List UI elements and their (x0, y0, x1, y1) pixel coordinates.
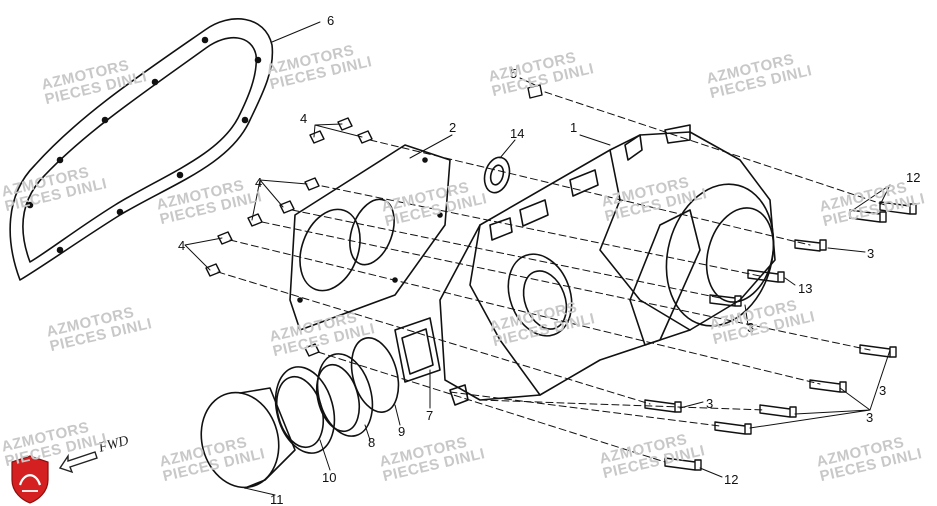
alignment-lines (218, 92, 885, 462)
seal-part-9 (344, 333, 406, 418)
callout-6: 6 (327, 13, 334, 28)
bolts (206, 85, 916, 470)
callout-3d: 3 (866, 410, 873, 425)
filter-part-8 (309, 348, 381, 443)
callout-13: 13 (798, 281, 812, 296)
callout-4c: 4 (178, 238, 185, 253)
callout-8: 8 (368, 435, 375, 450)
callout-4a: 4 (300, 111, 307, 126)
callout-3a: 3 (867, 246, 874, 261)
main-cover-part-1 (440, 125, 789, 405)
callout-2: 2 (449, 120, 456, 135)
callout-12b: 12 (724, 472, 738, 487)
callout-1: 1 (570, 120, 577, 135)
callout-14: 14 (510, 126, 524, 141)
callout-3e: 3 (879, 383, 886, 398)
callout-9: 9 (398, 424, 405, 439)
callout-3c: 3 (706, 396, 713, 411)
leader-lines (185, 22, 890, 495)
callout-10: 10 (322, 470, 336, 485)
duct-part-7 (395, 318, 440, 382)
bearing-part-14 (481, 155, 513, 196)
callout-11: 11 (270, 492, 284, 506)
callout-7: 7 (426, 408, 433, 423)
